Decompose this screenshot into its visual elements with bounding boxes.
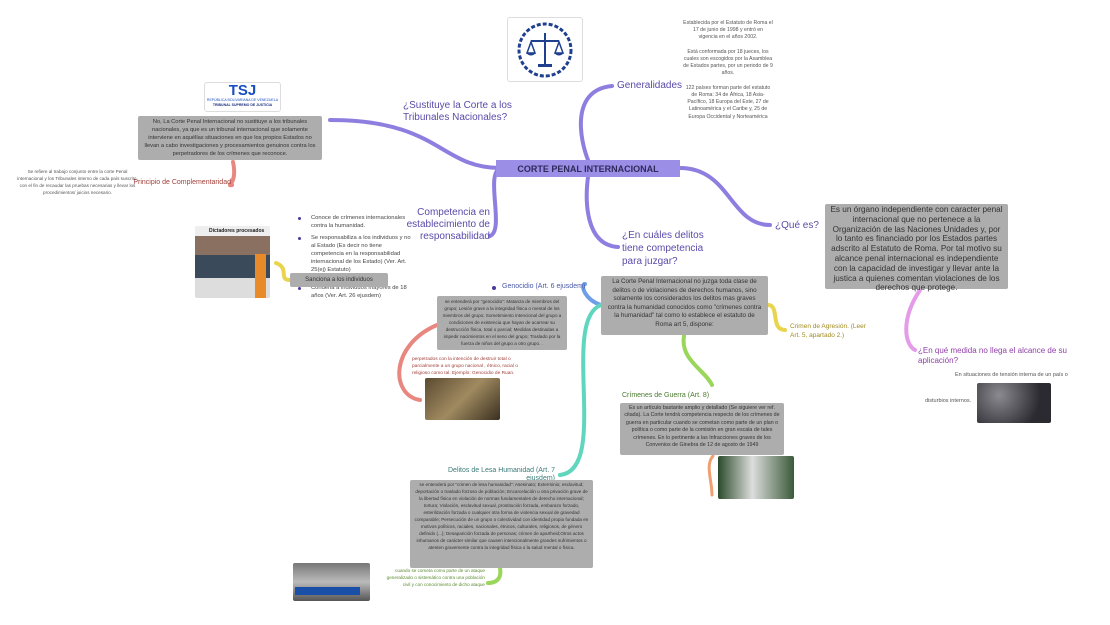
- link-alcance: [904, 288, 922, 352]
- tsj-logo: TSJ REPÚBLICA BOLIVARIANA DE VENEZUELA T…: [204, 82, 281, 112]
- genocidio-text[interactable]: se entenderá por "genocidio": Matanza de…: [437, 296, 567, 350]
- central-topic[interactable]: CORTE PENAL INTERNACIONAL: [496, 160, 680, 177]
- central-title: CORTE PENAL INTERNACIONAL: [517, 163, 659, 174]
- link-lesa: [558, 303, 603, 477]
- topic-delitos[interactable]: ¿En cuáles delitos tiene competencia par…: [622, 230, 704, 267]
- guerra-label[interactable]: Crímenes de Guerra (Art. 8): [622, 392, 710, 399]
- note-establecida: Establecida por el Estatuto de Roma el 1…: [683, 20, 773, 41]
- link-guerra-photo: [707, 454, 715, 497]
- principio-note: Se refiere al trabajo conjunto entre la …: [17, 169, 138, 195]
- sanciona-box[interactable]: Sanciona a los individuos: [290, 273, 388, 287]
- bullet-item: Condena a individuos mayores de 18 años …: [298, 284, 413, 300]
- topic-que-es[interactable]: ¿Qué es?: [775, 220, 819, 231]
- war-photo: [718, 456, 794, 499]
- bullet-item: Se responsabiliza a los individuos y no …: [298, 234, 413, 272]
- bullet-icon: [492, 286, 496, 290]
- link-lesa-note: [486, 566, 503, 585]
- topic-competencia[interactable]: Competencia en establecimiento de respon…: [406, 207, 490, 242]
- link-sustituye: [328, 118, 502, 170]
- lesa-label[interactable]: Delitos de Lesa Humanidad (Art. 7 ejusde…: [448, 467, 555, 482]
- link-generalidades: [578, 84, 614, 162]
- que-es-text[interactable]: Es un órgano independiente con caracter …: [825, 204, 1008, 292]
- tsj-logo-country: REPÚBLICA BOLIVARIANA DE VENEZUELA: [206, 98, 279, 102]
- principio-label[interactable]: Principio de Complementaridad: [133, 179, 231, 186]
- riot-photo: [977, 383, 1051, 423]
- note-paises: 122 países forman parte del estatuto de …: [685, 84, 771, 120]
- topic-alcance[interactable]: ¿En qué medida no llega el alcance de su…: [918, 346, 1067, 365]
- ruanda-photo: [425, 378, 500, 420]
- topic-generalidades[interactable]: Generalidades: [617, 80, 683, 91]
- alcance-text-1: En situaciones de tensión interna de un …: [955, 372, 1068, 378]
- lesa-photo: [293, 563, 370, 601]
- link-genocidio: [581, 282, 603, 307]
- delitos-text[interactable]: La Corte Penal Internacional no juzga to…: [601, 276, 768, 335]
- lesa-note: cuando se cometa como parte de un ataque…: [386, 568, 485, 587]
- agresion-label[interactable]: Crimen de Agresión. (Leer Art. 5, aparta…: [790, 323, 866, 339]
- tsj-logo-mark: TSJ: [228, 82, 257, 99]
- lesa-text[interactable]: se entenderá por "crimen de lesa humanid…: [410, 480, 593, 568]
- sustituye-answer[interactable]: No, La Corte Penal Internacional no sust…: [138, 116, 322, 160]
- generalidades-notes: Establecida por el Estatuto de Roma el 1…: [683, 20, 773, 121]
- icc-logo: [507, 17, 583, 82]
- dictators-image: Dictadores procesados: [195, 226, 270, 298]
- link-que-es: [678, 166, 772, 227]
- link-genocidio-note: [397, 323, 439, 402]
- genocidio-note: perpetrados con la intención de destruir…: [412, 357, 518, 376]
- link-guerra: [681, 334, 714, 387]
- bullet-item: Conoce de crímenes internacionales contr…: [298, 214, 413, 230]
- tsj-logo-name: TRIBUNAL SUPREMO DE JUSTICIA: [212, 103, 273, 107]
- note-jueces: Está conformada por 18 jueces, los cuale…: [683, 48, 773, 77]
- link-competencia: [488, 166, 502, 238]
- guerra-text[interactable]: Es un artículo bastante amplio y detalla…: [620, 403, 784, 455]
- scales-of-justice-icon: [517, 22, 573, 77]
- alcance-text-2: disturbios internos.: [925, 398, 972, 404]
- genocidio-label[interactable]: Genocidio (Art. 6 ejusdem): [502, 283, 586, 290]
- competencia-bullets: Conoce de crímenes internacionales contr…: [298, 214, 413, 304]
- link-agresion: [766, 303, 787, 332]
- link-delitos: [584, 175, 620, 249]
- link-principio: [227, 160, 237, 188]
- topic-sustituye[interactable]: ¿Sustituye la Corte a los Tribunales Nac…: [403, 100, 512, 123]
- dictators-image-title: Dictadores procesados: [209, 228, 265, 234]
- link-sanciona: [274, 261, 292, 282]
